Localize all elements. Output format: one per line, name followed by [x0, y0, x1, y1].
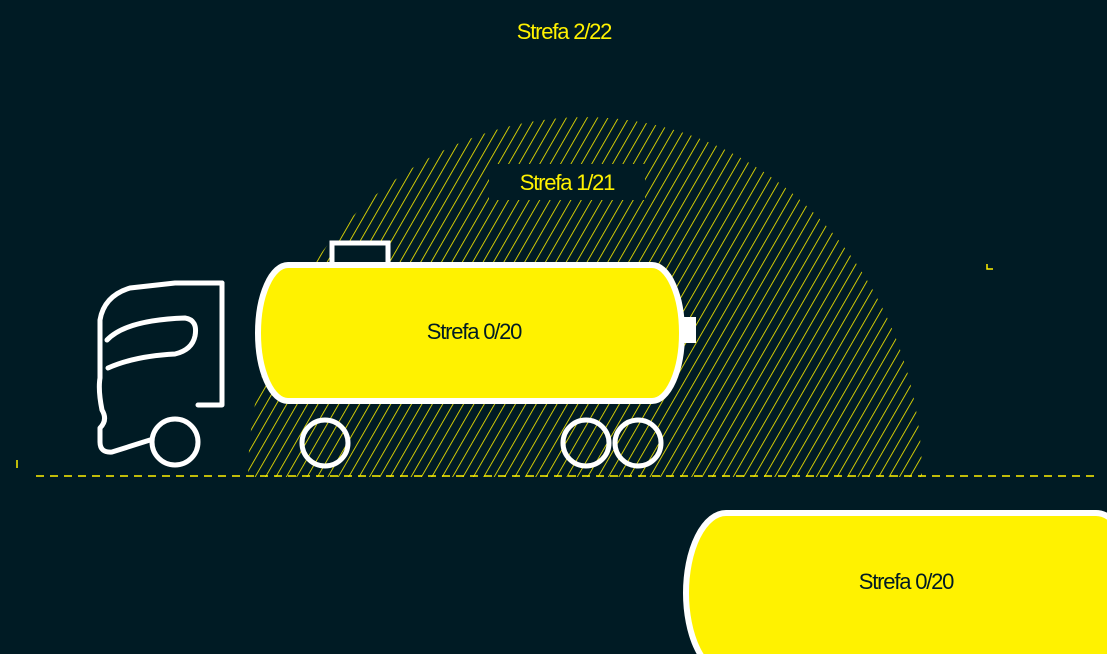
- zone-2-label: Strefa 2/22: [517, 19, 612, 44]
- tick-mark-right: [987, 264, 993, 269]
- truck-cab-icon: [99, 283, 222, 465]
- zone-0-secondary-label: Strefa 0/20: [859, 569, 954, 594]
- zone-1-label: Strefa 1/21: [520, 170, 615, 195]
- zone-0-tank-label: Strefa 0/20: [427, 319, 522, 344]
